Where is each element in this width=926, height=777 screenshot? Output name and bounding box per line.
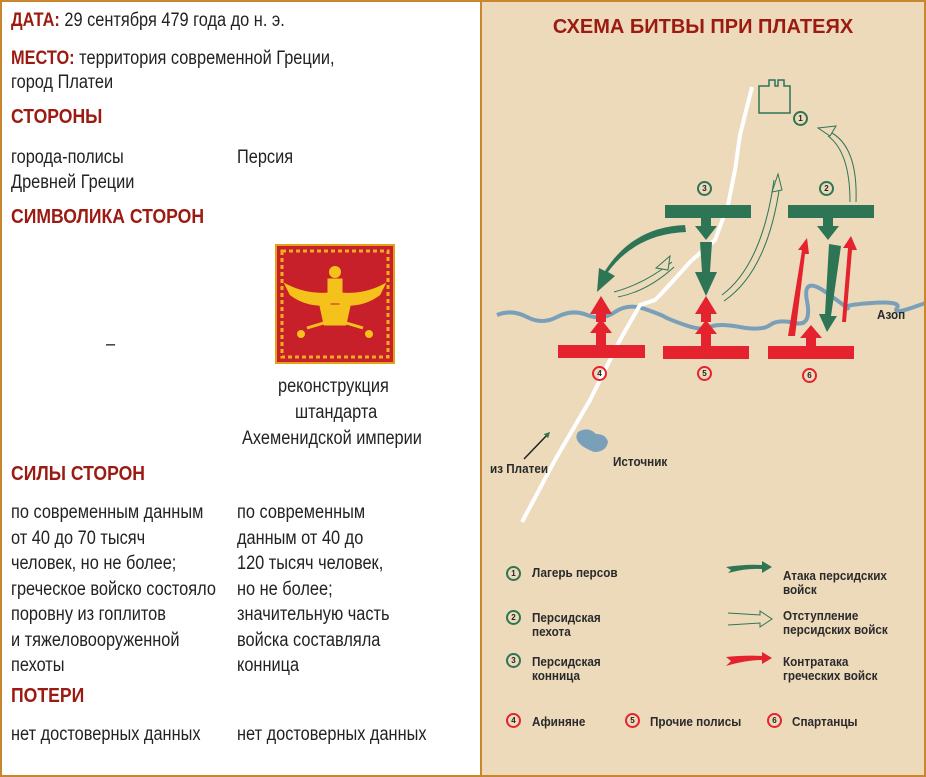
legend-attack: Атака персидских — [783, 568, 887, 583]
losses-b: нет достоверных данных — [237, 724, 427, 745]
road-label: из Платеи — [490, 461, 549, 476]
legend-marker-1: 1 — [506, 566, 521, 581]
faravahar-icon — [280, 249, 390, 359]
forces-line: по современным данным — [11, 502, 204, 523]
persian-cavalry-bar — [665, 205, 751, 218]
sides-heading: СТОРОНЫ — [11, 106, 103, 128]
marker-5: 5 — [697, 366, 712, 381]
marker-6: 6 — [802, 368, 817, 383]
legend-retreat: персидских войск — [783, 622, 888, 637]
forces-line: значительную часть — [237, 604, 390, 625]
legend-spartans: Спартанцы — [792, 714, 858, 729]
place-row-2: город Платеи — [11, 72, 114, 93]
place-row: МЕСТО: территория современной Греции, — [11, 48, 335, 69]
battle-map: СХЕМА БИТВЫ ПРИ ПЛАТЕЯХ 1 2 3 4 5 6 Аз — [482, 2, 924, 775]
symbol-caption: реконструкция — [278, 376, 389, 397]
symbol-a: – — [106, 334, 116, 355]
forces-line: пехоты — [11, 655, 65, 676]
attack-arrow-icon — [726, 561, 772, 573]
legend-cavalry: конница — [532, 668, 581, 683]
symbol-caption: штандарта — [295, 402, 378, 423]
forces-line: войска составляла — [237, 629, 381, 651]
legend-marker-2: 2 — [506, 610, 521, 625]
legend-cavalry: Персидская — [532, 654, 601, 669]
forces-line: человек, но не более; — [11, 553, 177, 574]
legend-marker-6: 6 — [767, 713, 782, 728]
map-drawing — [496, 79, 924, 523]
counter-arrow-icon — [726, 652, 772, 666]
symbols-heading: СИМВОЛИКА СТОРОН — [11, 206, 205, 228]
legend-counter: Контратака — [783, 654, 849, 669]
athenians-bar — [558, 345, 645, 358]
forces-line: данным от 40 до — [237, 527, 364, 549]
forces-line: но не более; — [237, 578, 333, 600]
persian-camp-icon — [758, 79, 791, 114]
forces-line: 120 тысяч человек, — [237, 553, 384, 574]
forces-line: по современным — [237, 502, 366, 523]
marker-4: 4 — [592, 366, 607, 381]
spring — [576, 429, 608, 452]
side-a-2: Древней Греции — [11, 172, 135, 193]
legend-retreat: Отступление — [783, 608, 859, 623]
spartans-bar — [768, 346, 854, 359]
marker-2: 2 — [819, 181, 834, 196]
forces-line: от 40 до 70 тысяч — [11, 527, 146, 549]
marker-3: 3 — [697, 181, 712, 196]
forces-heading: СИЛЫ СТОРОН — [11, 463, 146, 485]
forces-line: конница — [237, 655, 300, 676]
forces-line: поровну из гоплитов — [11, 604, 166, 625]
forces-line: и тяжеловооруженной — [11, 629, 180, 651]
marker-1: 1 — [793, 111, 808, 126]
spring-label: Источник — [613, 454, 668, 469]
legend-athenians: Афиняне — [532, 714, 586, 729]
legend-others: Прочие полисы — [650, 714, 742, 729]
river-label: Азоп — [877, 307, 906, 322]
other-poleis-bar — [663, 346, 749, 359]
losses-heading: ПОТЕРИ — [11, 685, 85, 707]
symbol-caption: Ахеменидской империи — [242, 428, 422, 449]
legend-marker-3: 3 — [506, 653, 521, 668]
losses-a: нет достоверных данных — [11, 724, 201, 745]
legend-counter: греческих войск — [783, 668, 878, 683]
forces-line: греческое войско состояло — [11, 578, 216, 600]
retreat-arrow-icon — [727, 610, 773, 628]
legend-infantry: пехота — [532, 624, 571, 639]
legend-attack: войск — [783, 582, 817, 597]
date-row: ДАТА: 29 сентября 479 года до н. э. — [11, 10, 285, 31]
info-panel: ДАТА: 29 сентября 479 года до н. э. МЕСТ… — [2, 2, 480, 775]
side-a: города-полисы — [11, 147, 124, 168]
river-azop — [496, 283, 924, 331]
road — [520, 86, 754, 523]
map-title: СХЕМА БИТВЫ ПРИ ПЛАТЕЯХ — [552, 16, 854, 38]
side-b: Персия — [237, 147, 294, 168]
legend-marker-4: 4 — [506, 713, 521, 728]
persian-infantry-bar — [788, 205, 874, 218]
legend-marker-5: 5 — [625, 713, 640, 728]
achaemenid-standard — [275, 244, 395, 364]
legend-infantry: Персидская — [532, 610, 601, 625]
legend-camp: Лагерь персов — [532, 565, 618, 580]
